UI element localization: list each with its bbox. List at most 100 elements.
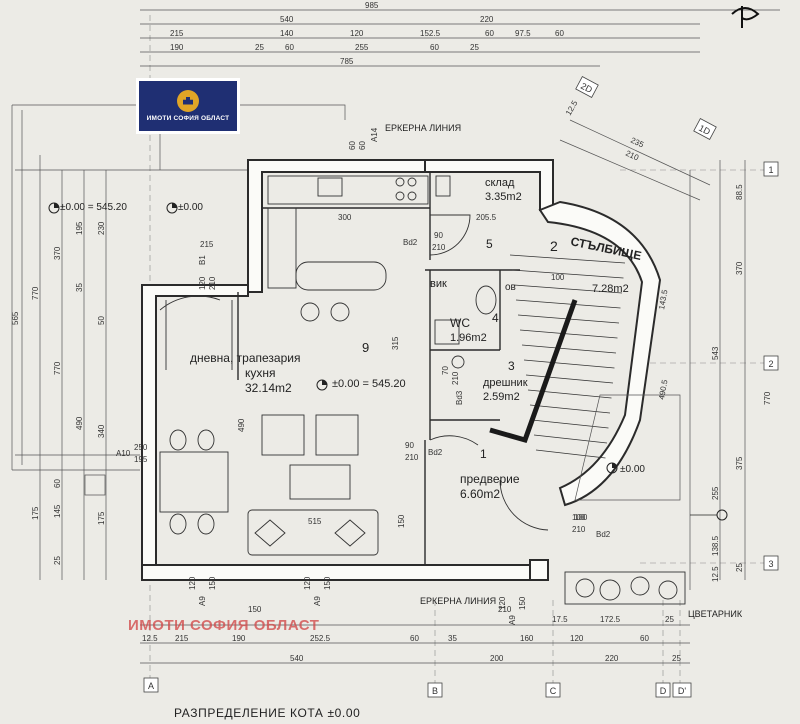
level-markers xyxy=(48,202,618,474)
svg-text:210: 210 xyxy=(405,453,419,462)
svg-text:190: 190 xyxy=(170,43,184,52)
svg-text:25: 25 xyxy=(672,654,681,663)
hall-area: 6.60m2 xyxy=(460,487,500,501)
opening-tags: 90 210 Bd2 B1 210 120 90 210 Bd2 100 210… xyxy=(116,127,611,625)
svg-text:25: 25 xyxy=(735,563,744,572)
axis-marker-2D: 2D xyxy=(575,76,599,98)
axis-marker-1: 1 xyxy=(763,161,779,177)
room-labels: склад 3.35m2 5 СТЪЛБИЩЕ 7.28m2 2 дневна,… xyxy=(60,123,743,619)
svg-text:60: 60 xyxy=(640,634,649,643)
svg-text:300: 300 xyxy=(338,213,352,222)
axis-markers: A B C D D' 1 2 3 2D 1D xyxy=(143,76,779,698)
svg-text:C: C xyxy=(550,686,557,696)
axis-marker-A: A xyxy=(143,677,159,693)
svg-text:A9: A9 xyxy=(313,596,322,606)
svg-text:1: 1 xyxy=(768,165,773,175)
svg-text:60: 60 xyxy=(358,141,367,150)
svg-text:490: 490 xyxy=(237,418,246,432)
stair-tread xyxy=(515,299,621,309)
svg-text:B1: B1 xyxy=(198,255,207,265)
svg-text:340: 340 xyxy=(97,424,106,438)
svg-text:35: 35 xyxy=(75,283,84,292)
svg-text:210: 210 xyxy=(432,243,446,252)
svg-text:A: A xyxy=(148,681,154,691)
svg-text:172.5: 172.5 xyxy=(600,615,621,624)
svg-text:210: 210 xyxy=(498,605,512,614)
svg-text:160: 160 xyxy=(520,634,534,643)
svg-text:150: 150 xyxy=(518,596,527,610)
svg-text:175: 175 xyxy=(97,511,106,525)
svg-text:B: B xyxy=(432,686,438,696)
svg-text:220: 220 xyxy=(605,654,619,663)
hall-name: предверие xyxy=(460,472,520,486)
svg-text:60: 60 xyxy=(485,29,494,38)
terrace-outline xyxy=(11,90,346,496)
svg-text:120: 120 xyxy=(350,29,364,38)
axis-marker-B: B xyxy=(427,682,443,698)
svg-text:190: 190 xyxy=(232,634,246,643)
svg-text:1D: 1D xyxy=(697,123,712,137)
svg-text:35: 35 xyxy=(448,634,457,643)
storage-name: склад xyxy=(485,177,515,189)
svg-text:60: 60 xyxy=(53,479,62,488)
svg-text:770: 770 xyxy=(53,361,62,375)
closet-area: 2.59m2 xyxy=(483,391,520,403)
svg-text:100: 100 xyxy=(551,273,565,282)
svg-text:25: 25 xyxy=(470,43,479,52)
wc-fixtures xyxy=(434,285,497,369)
svg-text:Bd2: Bd2 xyxy=(403,238,418,247)
stair-tread xyxy=(509,254,626,264)
dining-table xyxy=(159,429,229,535)
svg-text:150: 150 xyxy=(323,576,332,590)
svg-text:12.5: 12.5 xyxy=(711,566,720,582)
floor-title: РАЗПРЕДЕЛЕНИЕ КОТА ±0.00 xyxy=(174,706,361,720)
svg-text:215: 215 xyxy=(170,29,184,38)
wc-shower-label: ов xyxy=(505,282,516,293)
living-number: 9 xyxy=(362,340,369,355)
svg-text:60: 60 xyxy=(430,43,439,52)
svg-text:215: 215 xyxy=(175,634,189,643)
stair-curved-wall xyxy=(538,200,662,507)
svg-text:195: 195 xyxy=(134,455,148,464)
entrance-landing xyxy=(574,394,681,501)
svg-text:2D: 2D xyxy=(579,81,594,95)
svg-text:120: 120 xyxy=(303,576,312,590)
svg-text:25: 25 xyxy=(255,43,264,52)
outside-level-2: ±0.00 xyxy=(178,202,203,213)
living-area: 32.14m2 xyxy=(245,381,292,395)
svg-text:25: 25 xyxy=(665,615,674,624)
svg-text:50: 50 xyxy=(97,316,106,325)
svg-text:205.5: 205.5 xyxy=(476,213,497,222)
svg-text:210: 210 xyxy=(208,276,217,290)
svg-text:D: D xyxy=(660,686,667,696)
flowerbed xyxy=(564,571,686,605)
stair-tread xyxy=(529,404,611,414)
svg-text:2: 2 xyxy=(768,359,773,369)
svg-text:250: 250 xyxy=(134,443,148,452)
stair-tread xyxy=(533,434,608,444)
svg-text:150: 150 xyxy=(248,605,262,614)
svg-text:17.5: 17.5 xyxy=(552,615,568,624)
axis-marker-D-prime: D' xyxy=(672,682,692,698)
svg-text:A10: A10 xyxy=(116,449,131,458)
wc-number: 4 xyxy=(492,311,499,325)
kitchen-counter xyxy=(267,175,451,322)
svg-text:785: 785 xyxy=(340,57,354,66)
svg-text:770: 770 xyxy=(763,391,772,405)
svg-text:315: 315 xyxy=(391,336,400,350)
bay-line-bottom-label: ЕРКЕРНА ЛИНИЯ xyxy=(420,596,496,606)
svg-text:Bd2: Bd2 xyxy=(428,448,443,457)
exterior-walls xyxy=(141,159,554,581)
dimension-lines xyxy=(39,9,780,664)
svg-text:200: 200 xyxy=(490,654,504,663)
stair-tread xyxy=(511,269,624,279)
storage-number: 5 xyxy=(486,237,493,251)
logo-panel: ИМОТИ СОФИЯ ОБЛАСТ xyxy=(139,81,237,131)
svg-text:490: 490 xyxy=(75,416,84,430)
svg-text:215: 215 xyxy=(200,240,214,249)
svg-text:A14: A14 xyxy=(370,127,379,142)
wc-alt-name: вик xyxy=(430,278,447,290)
svg-text:210: 210 xyxy=(572,525,586,534)
svg-text:175: 175 xyxy=(31,506,40,520)
